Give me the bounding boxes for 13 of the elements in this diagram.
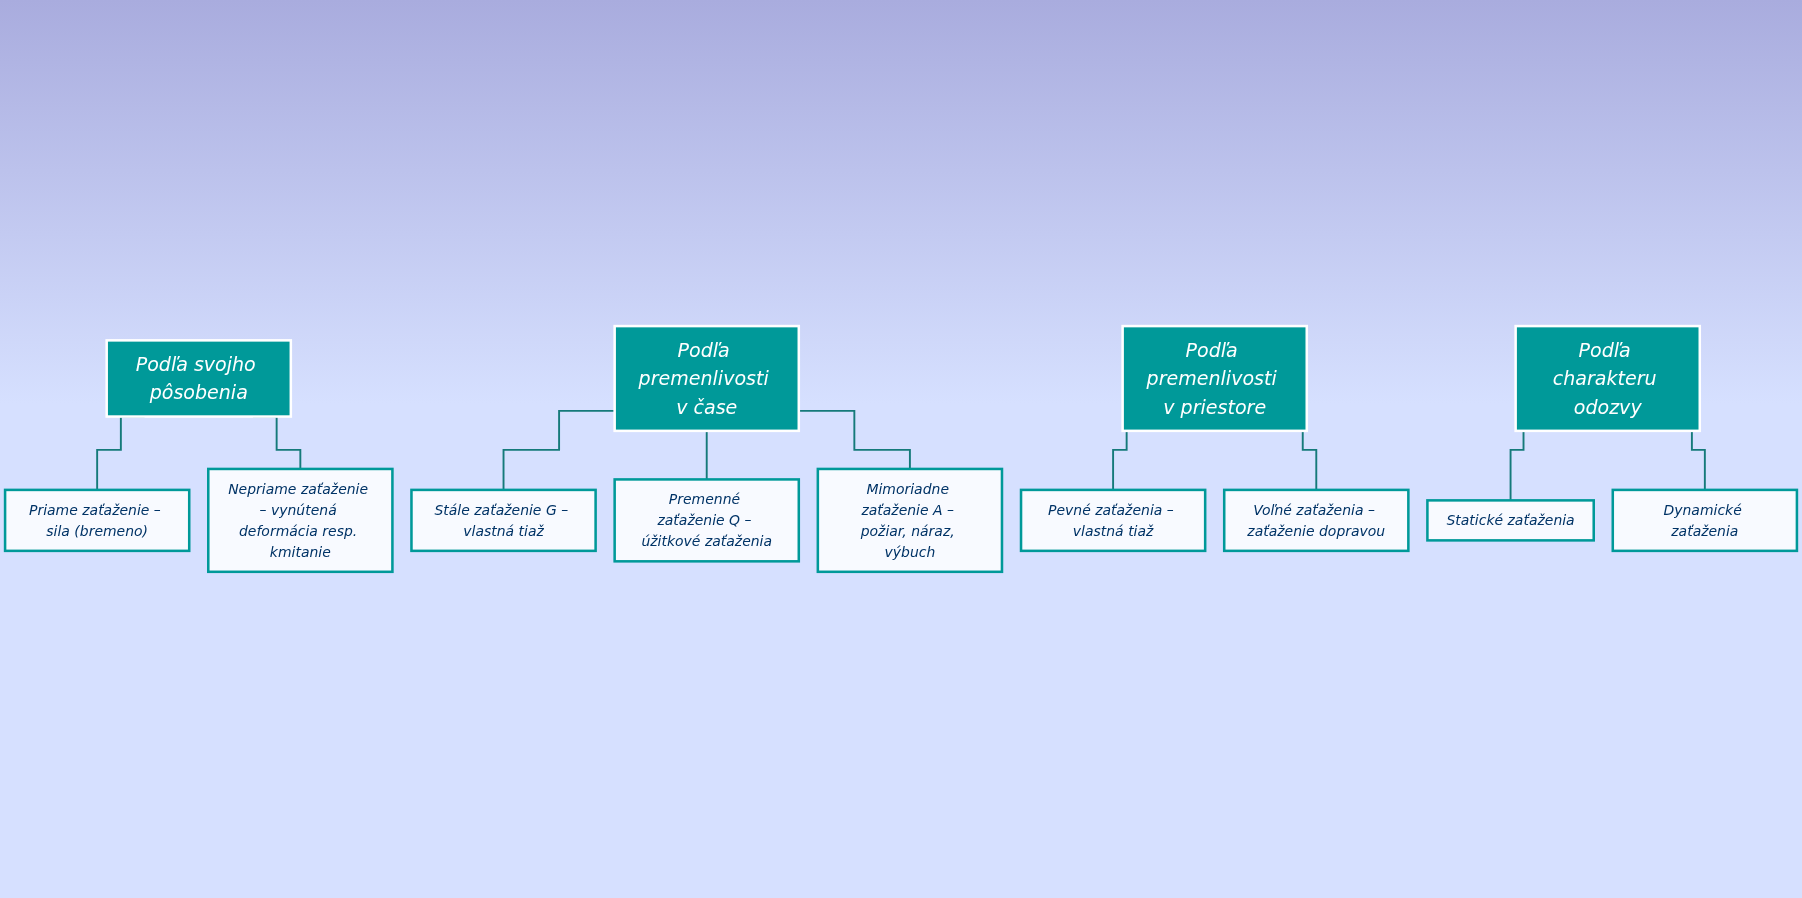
node-box: Voľné zaťaženia – zaťaženie dopravou — [1222, 488, 1410, 553]
node-box: Podľa charakteru odozvy — [1514, 324, 1702, 433]
node-box: Priame zaťaženie – sila (bremeno) — [3, 488, 191, 553]
node-box: Stále zaťaženie G – vlastná tiaž — [410, 488, 597, 553]
node-box: Podľa premenlivosti v priestore — [1121, 324, 1309, 433]
node-box: Statické zaťaženia — [1426, 499, 1595, 542]
node-box: Podľa premenlivosti v čase — [613, 324, 801, 433]
node-box: Podľa svojho pôsobenia — [105, 339, 293, 418]
node-box: Premenné zaťaženie Q – úžitkové zaťaženia — [613, 478, 801, 563]
node-box: Nepriame zaťaženie – vynútená deformácia resp. kmitanie — [207, 467, 394, 574]
node-box: Dynamické zaťaženia — [1611, 488, 1799, 553]
node-box: Mimoriadne zaťaženie A – požiar, náraz, výbuch — [816, 467, 1004, 574]
node-box: Pevné zaťaženia – vlastná tiaž — [1019, 488, 1207, 553]
